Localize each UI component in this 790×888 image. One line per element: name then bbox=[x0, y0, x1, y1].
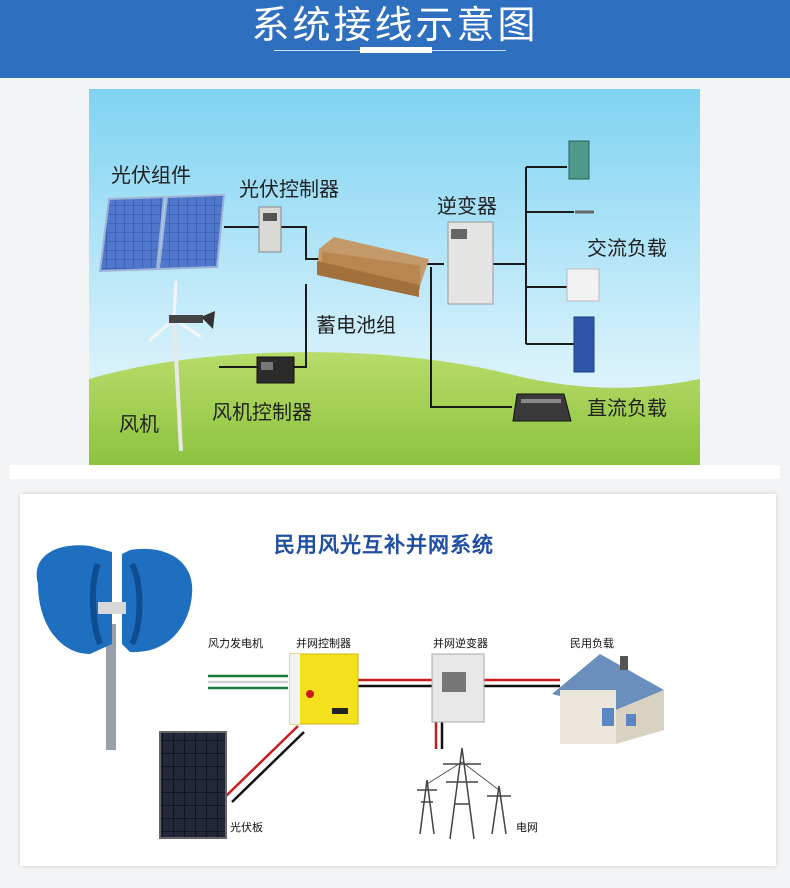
pv-panel-device bbox=[159, 731, 227, 839]
header-banner: 系统接线示意图 bbox=[0, 0, 790, 78]
section-separator bbox=[10, 465, 780, 479]
wire-battery-to-windcontroller bbox=[294, 284, 307, 368]
label-wind-turbine: 风机 bbox=[119, 412, 159, 436]
ac-load-devices bbox=[566, 140, 600, 373]
dc-load-device bbox=[512, 393, 572, 422]
label-residential-load: 民用负载 bbox=[570, 636, 614, 650]
wind-turbine-device bbox=[148, 280, 215, 452]
grass-hill bbox=[89, 352, 700, 465]
house-device bbox=[552, 654, 664, 744]
wire-pv-to-controller-black bbox=[231, 731, 305, 803]
label-inverter: 逆变器 bbox=[437, 194, 497, 218]
label-power-grid: 电网 bbox=[516, 821, 538, 834]
vertical-wind-turbine-device bbox=[36, 545, 193, 750]
wiring-diagram-gridtie: 民用风光互补并网系统 风力发电机 bbox=[36, 533, 664, 840]
battery-bank-device bbox=[317, 237, 429, 297]
power-grid-towers bbox=[417, 747, 511, 840]
wire-controller-to-battery bbox=[281, 226, 319, 260]
grid-tie-title: 民用风光互补并网系统 bbox=[274, 533, 494, 557]
label-grid-controller: 并网控制器 bbox=[296, 636, 351, 650]
pv-modules bbox=[98, 193, 226, 273]
label-pv-controller: 光伏控制器 bbox=[239, 177, 339, 201]
label-ac-load: 交流负载 bbox=[587, 236, 667, 260]
grid-tie-panel: 民用风光互补并网系统 风力发电机 bbox=[20, 494, 776, 866]
wiring-diagram-offgrid: 光伏组件 光伏控制器 蓄电池组 逆变器 交流负载 风机 风机控制器 直流负载 bbox=[89, 89, 700, 465]
label-wind-controller: 风机控制器 bbox=[212, 400, 312, 424]
wire-battery-to-dcload bbox=[430, 267, 512, 408]
wire-pv-to-controller-red bbox=[225, 725, 299, 797]
label-pv-panel: 光伏板 bbox=[230, 820, 263, 834]
label-battery-bank: 蓄电池组 bbox=[316, 313, 396, 337]
label-wind-generator: 风力发电机 bbox=[208, 636, 263, 650]
label-grid-inverter: 并网逆变器 bbox=[433, 636, 488, 650]
label-pv-modules: 光伏组件 bbox=[111, 163, 191, 187]
title-underline-accent bbox=[360, 47, 432, 53]
page-title: 系统接线示意图 bbox=[251, 3, 539, 47]
label-dc-load: 直流负载 bbox=[587, 396, 667, 420]
